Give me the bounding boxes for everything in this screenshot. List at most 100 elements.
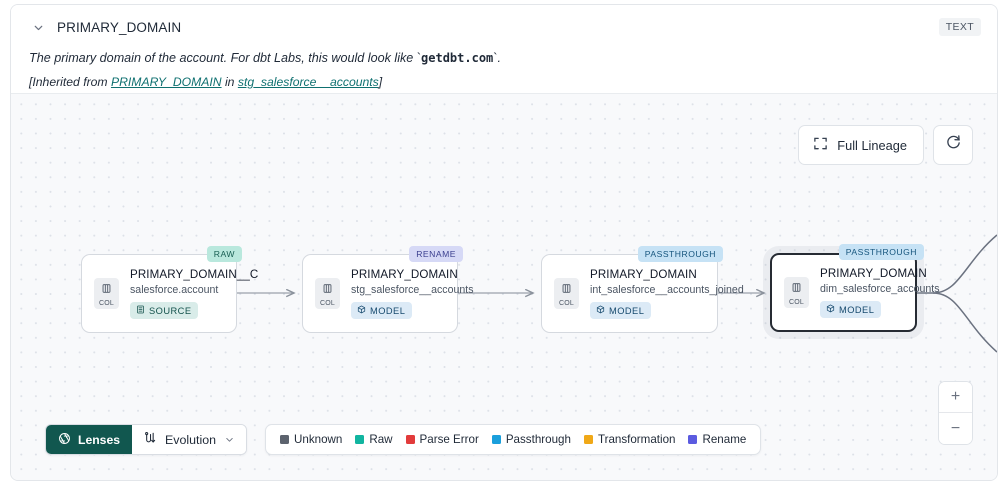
aperture-icon xyxy=(58,432,71,448)
chevron-down-icon[interactable] xyxy=(29,18,47,36)
backtick-close: ` xyxy=(493,51,498,65)
card-header: PRIMARY_DOMAIN TEXT The primary domain o… xyxy=(11,5,997,92)
node-kind-label: MODEL xyxy=(839,304,875,315)
lineage-node-selected[interactable]: PASSTHROUGH COL PRIMARY_DOMAIN dim_sales… xyxy=(770,244,940,332)
column-chip: COL xyxy=(94,278,119,309)
node-tag: PASSTHROUGH xyxy=(838,244,924,260)
legend-swatch xyxy=(688,435,698,444)
zoom-out-button[interactable]: − xyxy=(939,413,972,444)
column-chip: COL xyxy=(784,277,809,308)
lineage-node[interactable]: PASSTHROUGH COL PRIMARY_DOMAIN int_sales… xyxy=(541,246,744,333)
cube-icon xyxy=(596,305,605,316)
lineage-top-controls: Full Lineage xyxy=(798,125,973,165)
evolution-dropdown[interactable]: Evolution xyxy=(132,425,246,454)
node-subtitle: int_salesforce__accounts_joined xyxy=(590,284,744,296)
legend-item: Parse Error xyxy=(405,433,479,446)
column-icon xyxy=(101,281,112,299)
legend-label: Parse Error xyxy=(419,433,479,446)
legend-item: Transformation xyxy=(583,433,676,446)
type-badge: TEXT xyxy=(938,18,981,36)
node-kind-label: MODEL xyxy=(609,305,645,316)
node-kind-label: MODEL xyxy=(370,305,406,316)
detail-card: PRIMARY_DOMAIN TEXT The primary domain o… xyxy=(10,4,998,481)
column-chip: COL xyxy=(554,278,579,309)
lineage-canvas[interactable]: Full Lineage + − RAW xyxy=(11,93,997,480)
legend-label: Passthrough xyxy=(505,433,571,446)
node-body: PRIMARY_DOMAIN__C salesforce.account SOU… xyxy=(130,268,258,319)
zoom-controls: + − xyxy=(938,381,973,445)
canvas-bottom-toolbar: Lenses Evolution xyxy=(45,424,762,455)
legend-item: Raw xyxy=(355,433,393,446)
lineage-node[interactable]: RAW COL PRIMARY_DOMAIN__C salesforce.acc… xyxy=(81,246,258,333)
node-body: PRIMARY_DOMAIN stg_salesforce__accounts … xyxy=(351,268,474,319)
node-subtitle: dim_salesforce_accounts xyxy=(820,283,940,295)
node-body: PRIMARY_DOMAIN dim_salesforce_accounts M… xyxy=(820,267,940,318)
legend-swatch xyxy=(583,435,593,444)
lenses-button[interactable]: Lenses xyxy=(46,425,133,454)
lineage-node[interactable]: RENAME COL PRIMARY_DOMAIN stg_salesforce… xyxy=(302,246,474,333)
lenses-label: Lenses xyxy=(78,432,121,447)
inherited-column-link[interactable]: PRIMARY_DOMAIN xyxy=(110,75,222,89)
inherited-from-line: [Inherited from PRIMARY_DOMAIN in stg_sa… xyxy=(29,75,981,91)
column-icon xyxy=(561,281,572,299)
node-name: PRIMARY_DOMAIN xyxy=(351,268,458,281)
description-code: getdbt.com xyxy=(421,51,494,65)
node-tag: RENAME xyxy=(409,246,463,262)
node-kind-badge: SOURCE xyxy=(130,302,199,319)
database-table-icon xyxy=(136,305,145,316)
legend-swatch xyxy=(405,435,415,444)
column-icon xyxy=(791,280,802,298)
column-chip-label: COL xyxy=(559,299,574,307)
node-name: PRIMARY_DOMAIN xyxy=(820,267,927,280)
node-kind-label: SOURCE xyxy=(149,305,192,316)
lineage-edges xyxy=(237,234,997,353)
column-chip-label: COL xyxy=(789,298,804,306)
inherited-prefix: [Inherited from xyxy=(29,75,111,89)
legend-label: Raw xyxy=(369,433,393,446)
column-description: The primary domain of the account. For d… xyxy=(29,50,981,67)
backtick-open: ` xyxy=(416,51,422,65)
full-lineage-button[interactable]: Full Lineage xyxy=(798,125,924,165)
title-row: PRIMARY_DOMAIN xyxy=(29,15,981,39)
node-kind-badge: MODEL xyxy=(351,302,413,319)
legend-swatch xyxy=(280,435,289,444)
column-chip-label: COL xyxy=(99,299,114,307)
cube-icon xyxy=(357,305,366,316)
legend-swatch xyxy=(355,435,365,444)
page-title: PRIMARY_DOMAIN xyxy=(57,19,182,35)
node-body: PRIMARY_DOMAIN int_salesforce__accounts_… xyxy=(590,268,744,319)
evolution-flow-icon xyxy=(143,431,157,448)
legend-label: Unknown xyxy=(294,433,343,446)
refresh-button[interactable] xyxy=(933,125,973,165)
legend-item: Unknown xyxy=(280,433,342,446)
zoom-in-button[interactable]: + xyxy=(939,382,972,413)
node-name: PRIMARY_DOMAIN__C xyxy=(130,268,259,281)
description-suffix: . xyxy=(497,51,501,65)
cube-icon xyxy=(826,304,835,315)
legend-swatch xyxy=(491,435,501,444)
node-subtitle: salesforce.account xyxy=(130,284,219,296)
column-chip: COL xyxy=(315,278,340,309)
legend-label: Transformation xyxy=(597,433,676,446)
node-kind-badge: MODEL xyxy=(820,301,882,318)
node-name: PRIMARY_DOMAIN xyxy=(590,268,697,281)
lenses-group: Lenses Evolution xyxy=(45,424,247,455)
node-subtitle: stg_salesforce__accounts xyxy=(351,284,474,296)
column-chip-label: COL xyxy=(320,299,335,307)
node-tag: PASSTHROUGH xyxy=(637,246,723,262)
evolution-label: Evolution xyxy=(165,432,216,447)
inherited-suffix: ] xyxy=(378,75,383,89)
refresh-icon xyxy=(945,134,962,156)
node-tag: RAW xyxy=(206,246,242,262)
legend-item: Passthrough xyxy=(491,433,571,446)
lineage-legend: Unknown Raw Parse Error Passthrough xyxy=(265,424,762,455)
legend-item: Rename xyxy=(688,433,746,446)
expand-corners-icon xyxy=(813,136,828,154)
chevron-down-icon xyxy=(224,434,235,445)
legend-label: Rename xyxy=(702,433,747,446)
description-text: The primary domain of the account. For d… xyxy=(29,51,417,65)
column-icon xyxy=(322,281,333,299)
inherited-model-link[interactable]: stg_salesforce__accounts xyxy=(237,75,379,89)
full-lineage-label: Full Lineage xyxy=(837,137,907,153)
